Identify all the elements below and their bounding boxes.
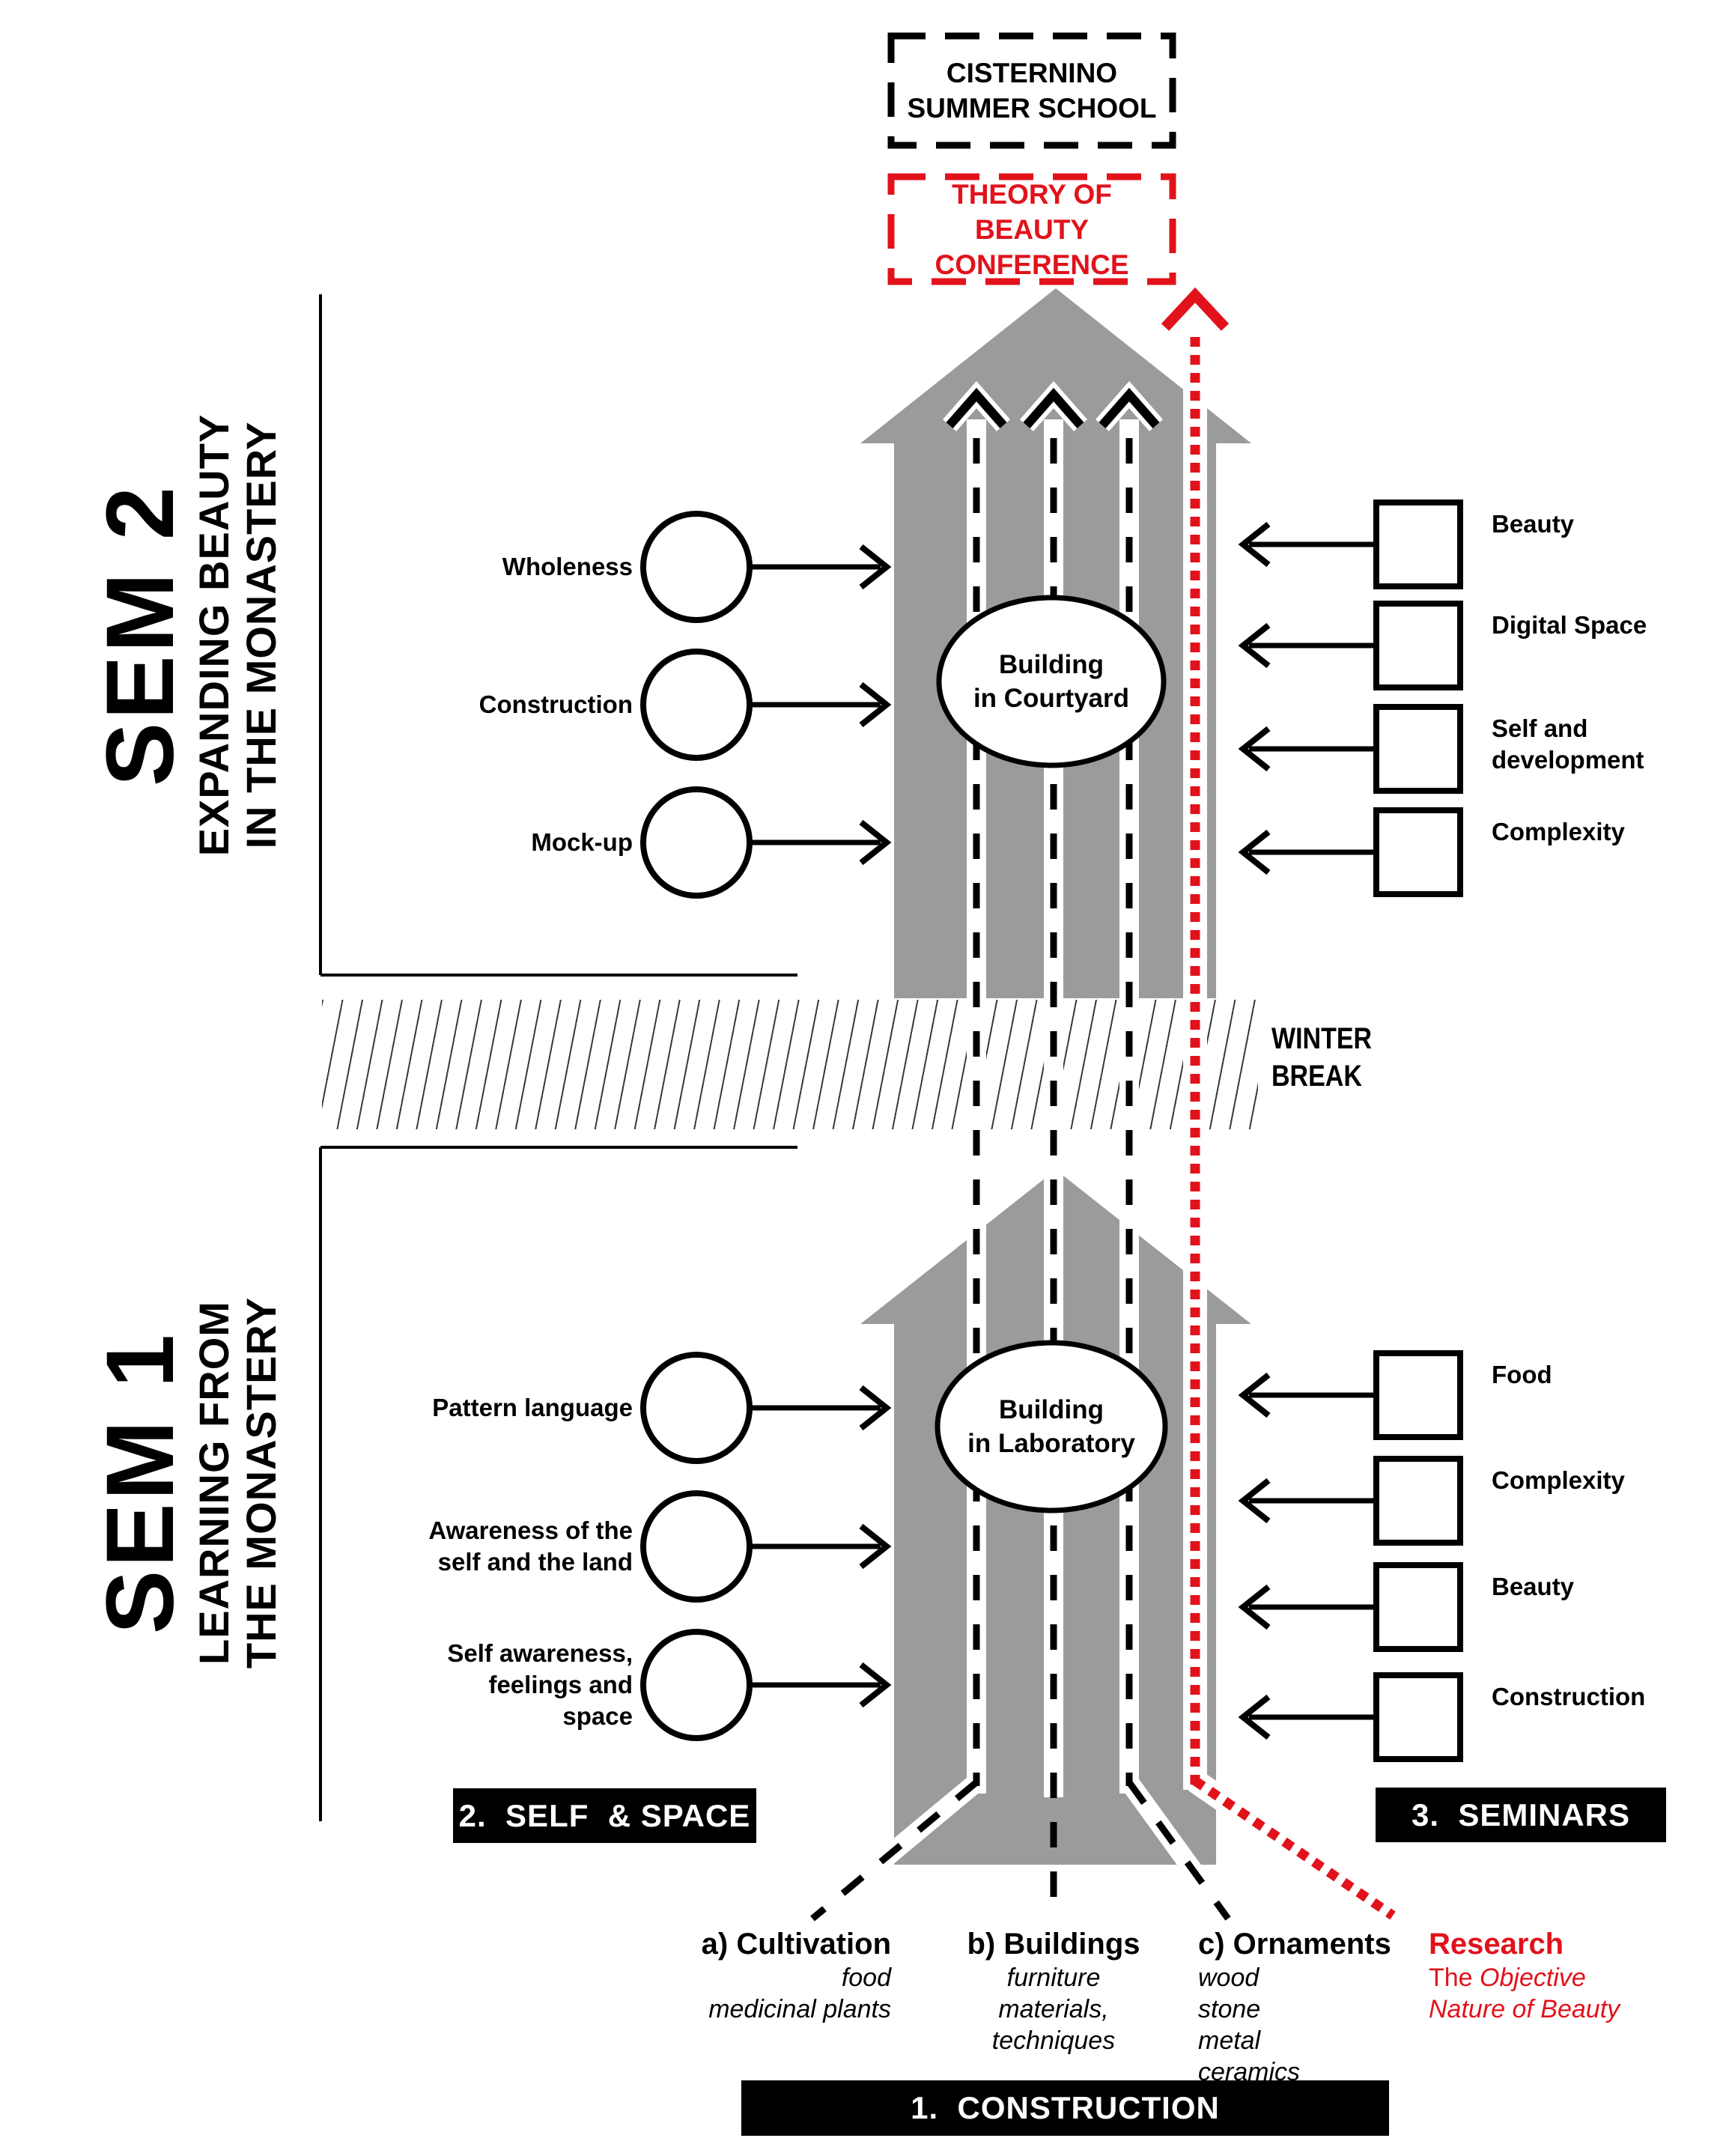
sem2-left-label: Mock-up bbox=[531, 828, 633, 856]
laboratory-line1: Building bbox=[999, 1395, 1104, 1424]
laboratory-line2: in Laboratory bbox=[967, 1429, 1135, 1458]
construction-banner: 1. CONSTRUCTION bbox=[741, 2080, 1389, 2136]
summer-school-box bbox=[887, 32, 1176, 149]
track-c-annotation: c) Ornaments wood stone metal ceramics bbox=[1198, 1926, 1415, 2088]
track-a-detail: food bbox=[841, 1964, 891, 1992]
track-arrowhead-icon bbox=[1023, 387, 1084, 428]
track-a-heading: a) Cultivation bbox=[701, 1928, 891, 1961]
sem1-right-label: Construction bbox=[1492, 1683, 1646, 1710]
track-arrowhead-icon bbox=[1098, 387, 1160, 428]
sem2-right-label: Digital Space bbox=[1492, 611, 1647, 639]
seminar-squares bbox=[1373, 499, 1463, 1762]
conference-line1: THEORY OF BEAUTY bbox=[952, 178, 1112, 245]
conference-label: THEORY OF BEAUTY CONFERENCE bbox=[891, 177, 1173, 282]
building-in-laboratory-node bbox=[935, 1340, 1168, 1513]
sem2-right-label: Complexity bbox=[1492, 818, 1625, 845]
track-b-annotation: b) Buildings furniture materials, techni… bbox=[945, 1926, 1162, 2056]
research-track bbox=[1192, 1776, 1396, 1920]
sem1-left-label: Pattern language bbox=[432, 1394, 633, 1421]
sem1-left-label: Awareness of the self and the land bbox=[428, 1516, 633, 1576]
dashed-track-a bbox=[810, 1779, 979, 1922]
track-c-detail: metal bbox=[1198, 2026, 1261, 2055]
research-arrowhead-icon bbox=[1161, 287, 1230, 331]
workshop-circles bbox=[640, 511, 753, 1741]
track-arrowhead-icon bbox=[946, 387, 1007, 428]
winter-break-label: WINTER BREAK bbox=[1271, 1020, 1372, 1095]
sem2-right-label: Self and development bbox=[1492, 714, 1644, 774]
track-b-heading: b) Buildings bbox=[967, 1928, 1140, 1961]
research-line1: The Objective bbox=[1429, 1962, 1721, 1993]
winter-break-line2: BREAK bbox=[1271, 1060, 1362, 1093]
track-c-heading: c) Ornaments bbox=[1198, 1928, 1391, 1961]
conference-box bbox=[887, 173, 1176, 285]
sem1-subtitle-line2: THE MONASTERY bbox=[237, 1296, 285, 1669]
research-heading: Research bbox=[1429, 1928, 1564, 1961]
track-a-detail: medicinal plants bbox=[708, 1995, 891, 2023]
building-in-laboratory-label: Building in Laboratory bbox=[917, 1393, 1186, 1460]
sem1-title: SEM 1 bbox=[87, 1331, 194, 1635]
track-b-detail: techniques bbox=[991, 2026, 1116, 2055]
research-line2: Nature of Beauty bbox=[1429, 1995, 1620, 2023]
sem2-subtitle-line1: EXPANDING BEAUTY bbox=[190, 413, 237, 857]
sem1-right-label: Beauty bbox=[1492, 1573, 1575, 1600]
sem2-title: SEM 2 bbox=[87, 483, 194, 787]
conference-line2: CONFERENCE bbox=[935, 249, 1129, 280]
courtyard-line2: in Courtyard bbox=[973, 684, 1130, 713]
sem2-right-label: Beauty bbox=[1492, 510, 1575, 538]
sem1-right-label: Complexity bbox=[1492, 1466, 1625, 1494]
sem2-subtitle-line2: IN THE MONASTERY bbox=[237, 421, 285, 849]
track-c-detail: wood bbox=[1198, 1964, 1259, 1992]
building-in-courtyard-node bbox=[936, 595, 1167, 768]
sem1-title-block: SEM 1 LEARNING FROM THE MONASTERY bbox=[87, 1138, 301, 1827]
track-b-detail: materials, bbox=[998, 1995, 1109, 2023]
left-connector-arrows bbox=[750, 544, 892, 1708]
sem1-subtitle-line1: LEARNING FROM bbox=[190, 1301, 237, 1665]
sem1-left-label: Self awareness, feelings and space bbox=[447, 1639, 633, 1730]
winter-break-hatch bbox=[322, 1000, 1258, 1129]
summer-school-line2: SUMMER SCHOOL bbox=[907, 93, 1157, 124]
summer-school-label: CISTERNINO SUMMER SCHOOL bbox=[891, 36, 1173, 145]
track-c-detail: ceramics bbox=[1198, 2058, 1301, 2086]
research-annotation: Research The Objective Nature of Beauty bbox=[1429, 1926, 1721, 2025]
track-c-casing bbox=[1121, 1776, 1236, 1925]
research-line1-prefix: The bbox=[1429, 1964, 1480, 1992]
right-connector-arrows bbox=[1238, 521, 1376, 1740]
track-a-annotation: a) Cultivation food medicinal plants bbox=[636, 1926, 891, 2025]
research-line1-italic: Objective bbox=[1480, 1964, 1586, 1992]
seminars-banner: 3. SEMINARS bbox=[1376, 1788, 1666, 1842]
sem1-right-label: Food bbox=[1492, 1361, 1552, 1388]
track-c-detail: stone bbox=[1198, 1995, 1261, 2023]
sem2-left-label: Wholeness bbox=[502, 553, 633, 580]
winter-break-line1: WINTER bbox=[1271, 1022, 1373, 1055]
building-in-courtyard-label: Building in Courtyard bbox=[917, 648, 1186, 715]
summer-school-line1: CISTERNINO bbox=[946, 58, 1118, 88]
courtyard-line1: Building bbox=[999, 650, 1104, 679]
sem2-left-label: Construction bbox=[478, 690, 633, 718]
track-b-detail: furniture bbox=[1006, 1964, 1101, 1992]
sem2-title-block: SEM 2 EXPANDING BEAUTY IN THE MONASTERY bbox=[87, 291, 301, 980]
self-space-banner: 2. SELF & SPACE bbox=[453, 1788, 756, 1843]
